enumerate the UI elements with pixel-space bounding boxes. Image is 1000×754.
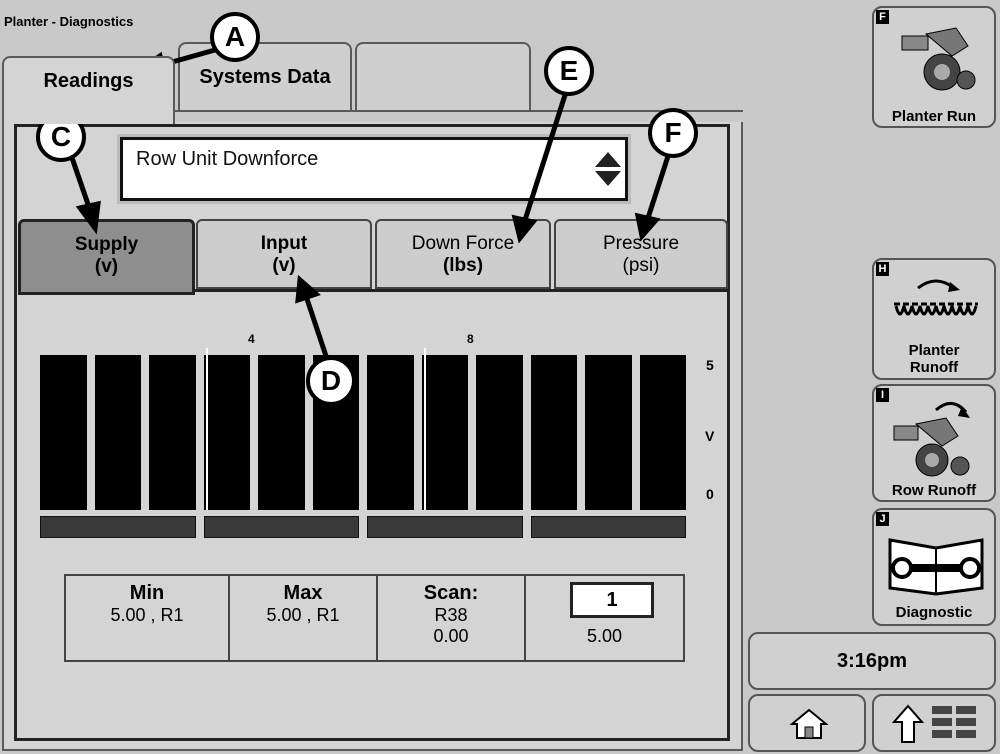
callout-arrowhead-c	[75, 200, 101, 235]
button-label-line1: Planter	[908, 342, 960, 359]
scan-cell: Scan: R38 0.00	[378, 576, 526, 660]
y-axis-unit-label: V	[705, 428, 715, 444]
min-cell: Min 5.00 , R1	[66, 576, 230, 660]
row-marker-label: 8	[467, 332, 474, 346]
row-bar	[367, 355, 414, 510]
row-bar	[94, 355, 141, 510]
planter-run-button[interactable]: F Planter Run	[872, 6, 996, 128]
callout-arrow-e	[522, 91, 569, 221]
section-indicator	[40, 516, 196, 538]
row-bar	[258, 355, 305, 510]
max-label: Max	[283, 582, 323, 604]
row-marker-label: 4	[248, 332, 255, 346]
home-icon	[790, 708, 828, 739]
softkey-letter: J	[876, 512, 889, 526]
tab-label: Systems Data	[199, 66, 331, 88]
planter-runoff-icon	[894, 279, 978, 316]
tab-line1: Input	[260, 233, 308, 254]
min-label: Min	[129, 582, 165, 604]
tab-line2: (psi)	[622, 255, 660, 276]
row-runoff-button[interactable]: I Row Runoff	[872, 384, 996, 502]
callout-a: A	[210, 12, 260, 62]
row-runoff-icon	[893, 402, 970, 477]
min-value: 5.00 , R1	[110, 605, 184, 625]
tab-line2: (lbs)	[442, 255, 484, 276]
tab-line1: Supply	[74, 234, 139, 255]
callout-arrowhead-d	[295, 274, 321, 304]
row-bar	[149, 355, 196, 510]
softkey-letter: F	[876, 10, 889, 24]
y-axis-bottom-label: 0	[706, 486, 714, 502]
callout-arrowhead-f	[634, 212, 661, 242]
row-number-input[interactable]: 1	[570, 582, 654, 618]
callout-arrow-d	[303, 295, 329, 357]
row-bar	[476, 355, 523, 510]
row-bar	[203, 355, 250, 510]
stats-table: Min 5.00 , R1 Max 5.00 , R1 Scan: R38 0.…	[64, 574, 685, 662]
row-bar	[585, 355, 632, 510]
main-menu-button[interactable]	[872, 694, 996, 752]
tab-line2: (v)	[94, 256, 119, 277]
callout-f: F	[648, 108, 698, 158]
scan-value: 0.00	[433, 626, 469, 646]
callout-arrow-f	[645, 149, 673, 219]
row-marker-tick	[205, 348, 208, 510]
callout-arrow-c	[67, 151, 93, 211]
tab-input-voltage[interactable]: Input(v)	[196, 219, 372, 289]
max-cell: Max 5.00 , R1	[230, 576, 378, 660]
home-button[interactable]	[748, 694, 866, 752]
max-value: 5.00 , R1	[266, 605, 340, 625]
button-label: Row Runoff	[891, 482, 977, 499]
tab-readings[interactable]: Readings	[2, 56, 175, 124]
row-marker-tick	[423, 348, 426, 510]
section-indicator	[203, 516, 359, 538]
up-down-arrows-icon[interactable]	[594, 150, 622, 188]
callout-arrowhead-e	[511, 214, 538, 244]
diagnostic-button[interactable]: J Diagnostic	[872, 508, 996, 626]
tab-line1: Down Force	[411, 233, 515, 254]
row-bar	[40, 355, 87, 510]
button-label: Planter Run	[891, 108, 977, 125]
scan-row: R38	[434, 605, 468, 625]
scan-label: Scan:	[423, 582, 479, 604]
tab-supply-voltage[interactable]: Supply(v)	[18, 219, 195, 295]
softkey-letter: H	[876, 262, 889, 276]
callout-d: D	[306, 356, 356, 406]
row-bar	[639, 355, 686, 510]
page-title: Planter - Diagnostics	[4, 14, 134, 29]
section-indicator	[530, 516, 686, 538]
planter-icon	[901, 27, 976, 91]
button-label: Diagnostic	[895, 604, 973, 621]
clock: 3:16pm	[748, 632, 996, 690]
row-bar	[421, 355, 468, 510]
tab-blank[interactable]	[355, 42, 531, 112]
sensor-select[interactable]	[117, 134, 631, 204]
row-bar	[530, 355, 577, 510]
sensor-select-value: Row Unit Downforce	[136, 148, 319, 170]
row-value: 5.00	[586, 626, 623, 646]
section-indicator	[367, 516, 523, 538]
tab-line1: Pressure	[602, 233, 680, 254]
y-axis-top-label: 5	[706, 357, 714, 373]
up-arrow-menu-icon	[892, 704, 976, 743]
button-label-line2: Runoff	[909, 359, 959, 376]
tab-divider	[175, 110, 743, 112]
tab-line2: (v)	[272, 255, 296, 276]
softkey-letter: I	[876, 388, 889, 402]
row-select-cell: 1 5.00	[526, 576, 683, 660]
planter-runoff-button[interactable]: H Planter Runoff	[872, 258, 996, 380]
callout-e: E	[544, 46, 594, 96]
book-wrench-icon	[888, 538, 984, 596]
chart-area	[18, 289, 730, 744]
tab-label: Readings	[43, 70, 134, 92]
